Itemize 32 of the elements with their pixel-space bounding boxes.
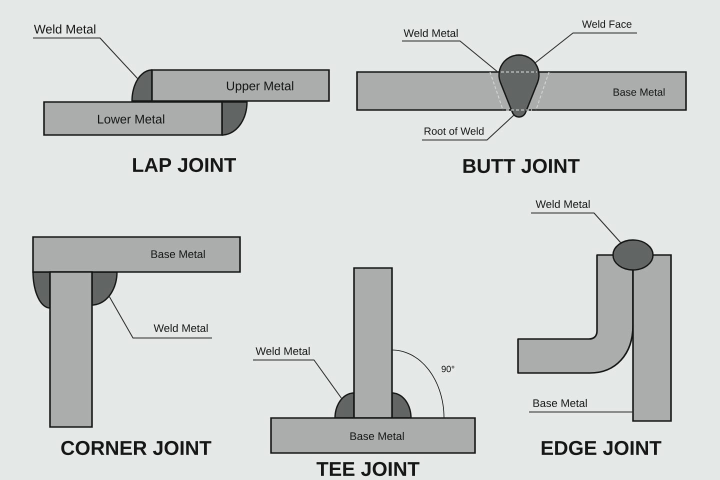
- metal-plate: [632, 254, 672, 422]
- angle-label: 90°: [442, 366, 454, 372]
- metal-plate: Base Metal: [32, 236, 241, 273]
- metal-plate: [353, 267, 393, 419]
- weld-bead: [498, 54, 540, 118]
- leader-line: [32, 38, 138, 80]
- metal-plate: Base Metal: [270, 417, 476, 454]
- part-label: Weld Metal: [404, 28, 458, 38]
- part-label: Weld Metal: [154, 324, 208, 332]
- metal-plate: [49, 271, 93, 428]
- part-label: Weld Metal: [536, 200, 590, 208]
- leader-line: [108, 296, 212, 338]
- weld-bead: [221, 101, 248, 136]
- joint-title: EDGE JOINT: [542, 440, 662, 456]
- joint-title: CORNER JOINT: [61, 440, 212, 456]
- metal-plate: Base Metal: [356, 71, 687, 111]
- part-label: Root of Weld: [424, 127, 484, 135]
- leader-line: [534, 32, 638, 64]
- joint-title: LAP JOINT: [133, 158, 236, 172]
- leader-line: [402, 40, 500, 74]
- metal-plate: Lower Metal: [43, 101, 223, 136]
- part-label: Weld Metal: [34, 24, 96, 34]
- joint-title: BUTT JOINT: [463, 158, 580, 174]
- weld-bead: [612, 239, 654, 271]
- leader-line: [422, 114, 514, 140]
- part-label: Weld Face: [582, 20, 632, 28]
- leader-line: [530, 212, 622, 244]
- part-label: Base Metal: [533, 398, 587, 408]
- part-label: Weld Metal: [256, 346, 310, 356]
- joint-title: TEE JOINT: [316, 462, 420, 476]
- leader-line: [252, 360, 342, 400]
- metal-plate: Upper Metal: [151, 69, 330, 102]
